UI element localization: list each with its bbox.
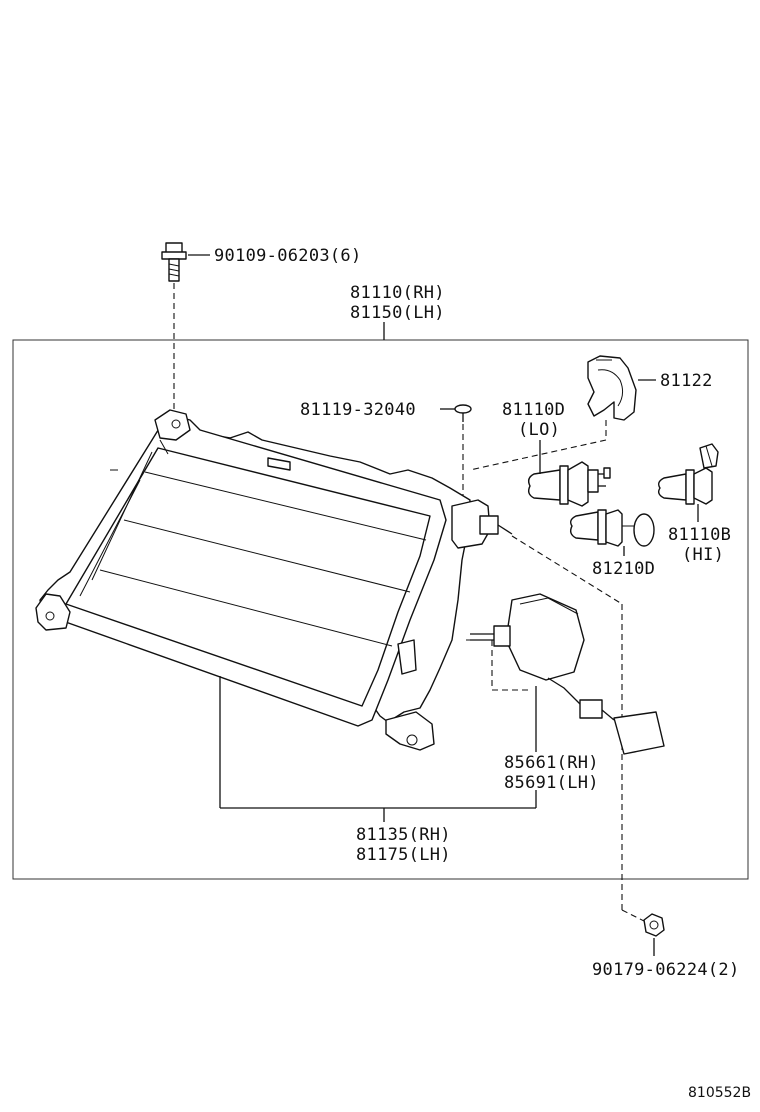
label-screw: 81119-32040 <box>300 400 416 420</box>
label-retainer: 81122 <box>660 371 713 391</box>
screw-icon <box>454 404 472 422</box>
label-housing-lh: 81175(LH) <box>356 845 451 865</box>
label-bulb-hi-sub: (HI) <box>682 545 724 565</box>
nut-icon <box>643 913 665 937</box>
headlamp-housing <box>35 409 513 751</box>
label-bulb-small: 81210D <box>592 559 655 579</box>
bolt-icon <box>161 242 187 282</box>
label-bulb-hi: 81110B <box>668 525 731 545</box>
bulb-lo-icon <box>527 461 611 507</box>
label-bolt: 90109-06203(6) <box>214 246 362 266</box>
label-unit-lh: 81150(LH) <box>350 303 445 323</box>
label-nut: 90179-06224(2) <box>592 960 740 980</box>
label-leveling-rh: 85661(RH) <box>504 753 599 773</box>
figure-code: 810552B <box>688 1085 751 1101</box>
bulb-hi-icon <box>657 443 719 505</box>
assembly-box <box>12 339 749 880</box>
leveling-motor-icon <box>470 593 665 755</box>
label-bulb-lo-sub: (LO) <box>518 420 560 440</box>
label-unit-rh: 81110(RH) <box>350 283 445 303</box>
bulb-small-icon <box>569 509 655 547</box>
label-leveling-lh: 85691(LH) <box>504 773 599 793</box>
label-housing-rh: 81135(RH) <box>356 825 451 845</box>
label-bulb-lo: 81110D <box>502 400 565 420</box>
retainer-clip-icon <box>587 355 637 421</box>
